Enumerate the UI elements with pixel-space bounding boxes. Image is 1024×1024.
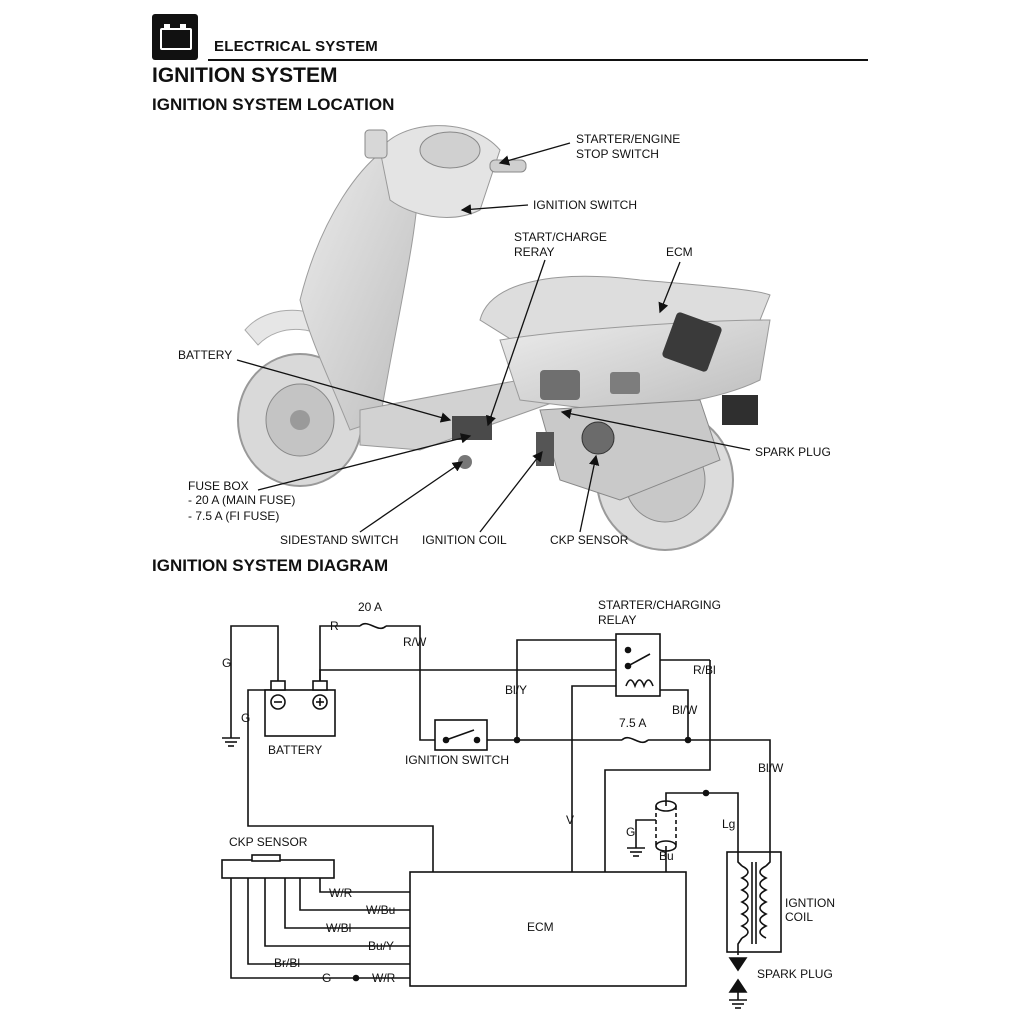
label-ignition-switch-diagram: IGNITION SWITCH xyxy=(405,753,509,767)
label-starter-engine-stop-switch-2: STOP SWITCH xyxy=(576,147,659,161)
wire-ckp-wr: W/R xyxy=(329,886,353,900)
wire-ckp-wbu: W/Bu xyxy=(366,903,395,917)
label-fuse-20a: 20 A xyxy=(358,600,382,614)
page-title: IGNITION SYSTEM xyxy=(152,64,338,87)
label-start-charge-relay-1: START/CHARGE xyxy=(514,230,607,244)
label-spark-plug-diagram: SPARK PLUG xyxy=(757,967,833,981)
label-sidestand-switch: SIDESTAND SWITCH xyxy=(280,533,398,547)
wire-rbl: R/Bl xyxy=(693,663,716,677)
label-ignition-coil-2: COIL xyxy=(785,910,813,924)
wire-ckp-g: G xyxy=(322,971,331,985)
wire-ckp-wbl: W/Bl xyxy=(326,921,351,935)
label-relay-1: STARTER/CHARGING xyxy=(598,598,721,612)
wire-r: R xyxy=(330,619,339,633)
location-labels: STARTER/ENGINE STOP SWITCH IGNITION SWIT… xyxy=(178,132,831,547)
label-start-charge-relay-2: RERAY xyxy=(514,245,554,259)
wire-g-left: G xyxy=(222,656,231,670)
label-ignition-coil-1: IGNTION xyxy=(785,896,835,910)
callout-leaders xyxy=(236,142,751,533)
label-ckp-sensor-diagram: CKP SENSOR xyxy=(229,835,308,849)
wire-v: V xyxy=(566,813,574,827)
label-fuse-fi: - 7.5 A (FI FUSE) xyxy=(188,509,279,523)
section-title: ELECTRICAL SYSTEM xyxy=(214,38,378,55)
battery-icon xyxy=(152,14,198,60)
location-heading: IGNITION SYSTEM LOCATION xyxy=(152,95,395,114)
wire-blw-2: Bl/W xyxy=(758,761,784,775)
diagram-heading: IGNITION SYSTEM DIAGRAM xyxy=(152,556,389,575)
wire-ckp-buy: Bu/Y xyxy=(368,939,394,953)
label-starter-engine-stop-switch-1: STARTER/ENGINE xyxy=(576,132,680,146)
label-ckp-sensor: CKP SENSOR xyxy=(550,533,629,547)
label-spark-plug: SPARK PLUG xyxy=(755,445,831,459)
label-fuse-7-5a: 7.5 A xyxy=(619,716,646,730)
label-battery: BATTERY xyxy=(178,348,232,362)
wire-ckp-brbl: Br/Bl xyxy=(274,956,300,970)
wire-bu: Bu xyxy=(659,849,674,863)
label-fuse-box: FUSE BOX xyxy=(188,479,249,493)
wire-ckp-wr2: W/R xyxy=(372,971,396,985)
wire-lg: Lg xyxy=(722,817,735,831)
header-rule xyxy=(208,59,868,61)
wire-rw: R/W xyxy=(403,635,427,649)
diagram-labels: 20 A STARTER/CHARGING RELAY R R/W G G R/… xyxy=(222,598,835,985)
scooter-illustration xyxy=(237,125,771,551)
label-fuse-main: - 20 A (MAIN FUSE) xyxy=(188,493,295,507)
label-ecm-diagram: ECM xyxy=(527,920,554,934)
wire-g-ground: G xyxy=(626,825,635,839)
label-battery-diagram: BATTERY xyxy=(268,743,322,757)
wire-blw-1: Bl/W xyxy=(672,703,698,717)
label-ignition-coil: IGNITION COIL xyxy=(422,533,507,547)
wire-bly: Bl/Y xyxy=(505,683,527,697)
wiring-diagram xyxy=(221,622,782,1009)
label-ecm: ECM xyxy=(666,245,693,259)
label-relay-2: RELAY xyxy=(598,613,636,627)
label-ignition-switch: IGNITION SWITCH xyxy=(533,198,637,212)
wire-g-left2: G xyxy=(241,711,250,725)
